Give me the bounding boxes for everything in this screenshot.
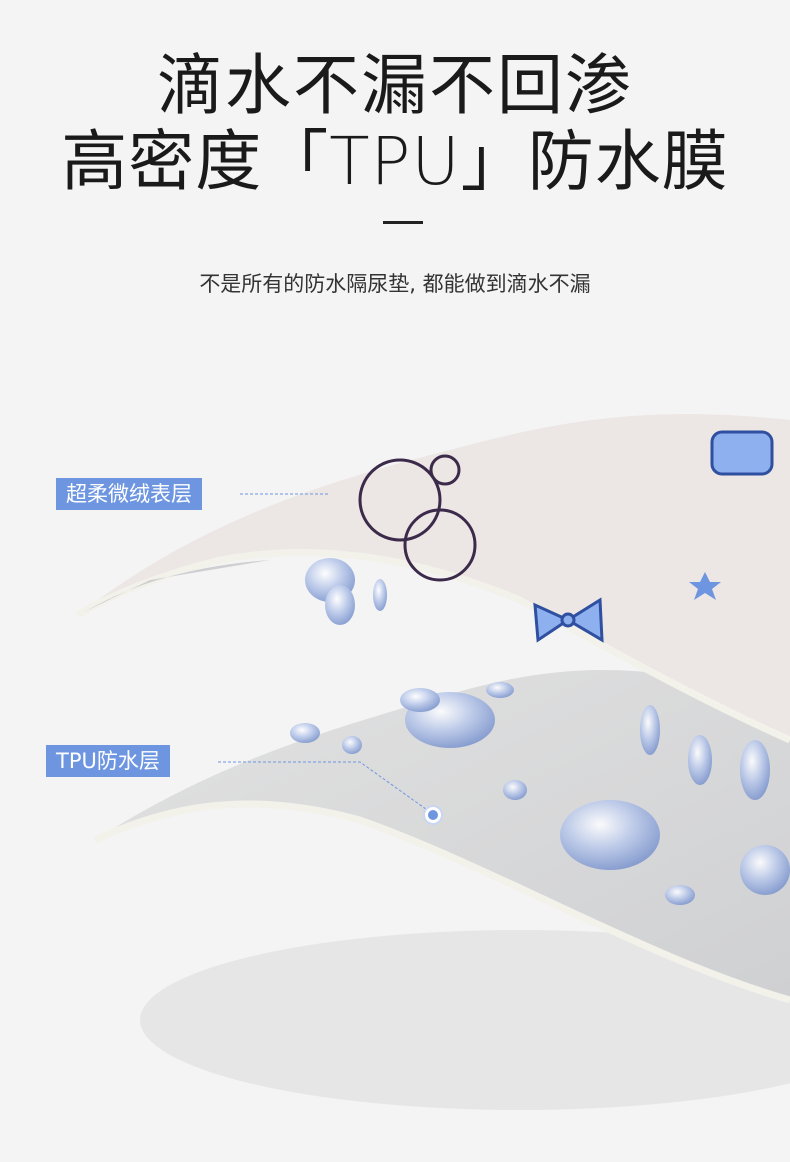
fleece-layer-edge xyxy=(76,549,790,744)
water-drops xyxy=(290,558,790,905)
star-pattern-icon xyxy=(689,572,721,600)
bow-pattern-icon xyxy=(533,597,604,643)
label-tpu-layer: TPU防水层 xyxy=(46,745,170,777)
divider xyxy=(383,221,423,224)
headline-line2: 高密度「TPU」防水膜 xyxy=(61,123,729,200)
tpu-layer xyxy=(95,670,790,1000)
leader-line-tpu xyxy=(218,761,431,813)
subtitle: 不是所有的防水隔尿垫, 都能做到滴水不漏 xyxy=(199,272,591,296)
cup-pattern-icon xyxy=(710,430,774,476)
bear-pattern-icon xyxy=(358,454,477,582)
label-top-layer: 超柔微绒表层 xyxy=(56,478,202,510)
shadow xyxy=(140,930,790,1110)
marker-dot-core xyxy=(428,810,438,820)
headline-line1: 滴水不漏不回渗 xyxy=(157,47,633,124)
fleece-layer xyxy=(78,414,790,740)
tpu-layer-edge xyxy=(93,800,790,1004)
